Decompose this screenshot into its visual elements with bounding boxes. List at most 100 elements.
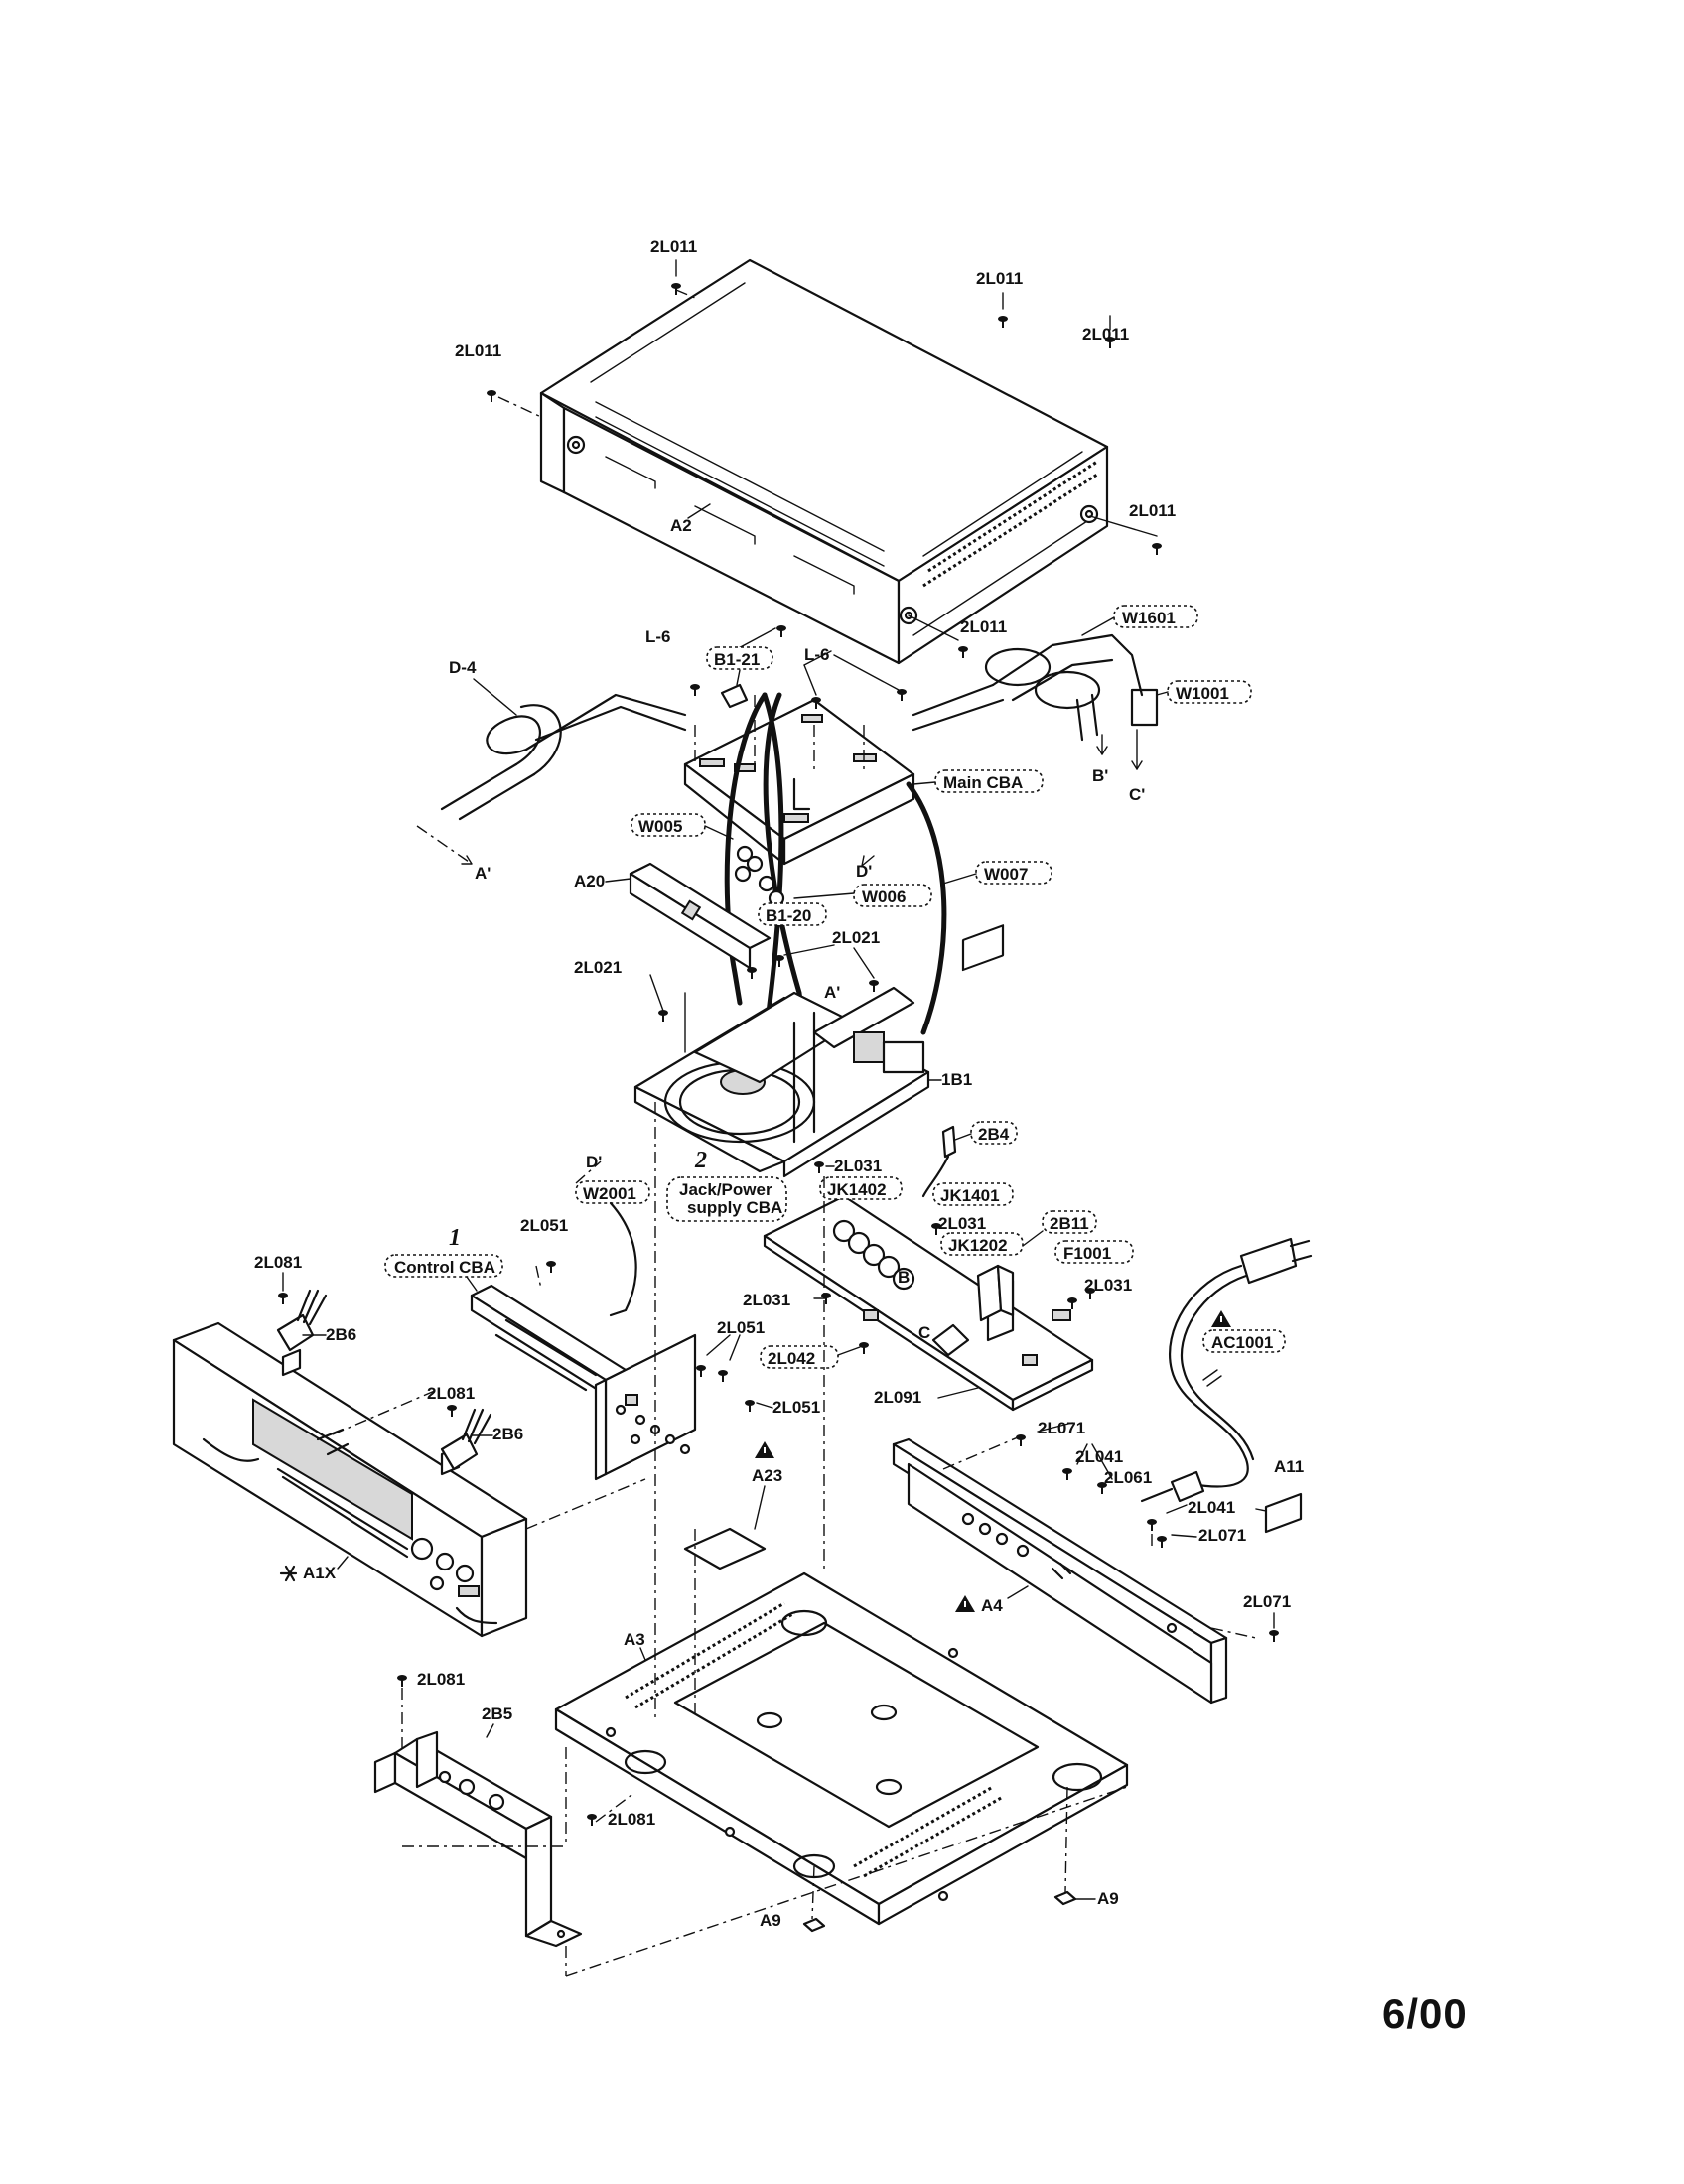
label-2l011-e: 2L011 [1129, 501, 1176, 520]
label-a3: A3 [624, 1630, 645, 1649]
label-2l081-b: 2L081 [427, 1384, 475, 1403]
bracket-a20 [629, 862, 772, 970]
box-jk1202-text: JK1202 [948, 1236, 1008, 1255]
label-c-plain: C [918, 1323, 930, 1342]
box-w2001: W2001 [575, 1180, 650, 1204]
holder-b1-21 [720, 683, 749, 709]
wire-w2001 [609, 1201, 637, 1317]
bracket-2b11 [976, 1264, 1015, 1322]
label-text: 2L011 [976, 269, 1023, 288]
box-jk1202: JK1202 [940, 1232, 1024, 1256]
label-2l011-a: 2L011 [650, 237, 697, 256]
label-d-prime-1: D' [856, 862, 872, 881]
label-2l081-d: 2L081 [608, 1810, 655, 1829]
box-2l042-text: 2L042 [768, 1349, 815, 1368]
front-panel-a1x [172, 1321, 528, 1638]
box-w1001: W1001 [1167, 680, 1252, 704]
box-jack-power-cba-line2: supply CBA [687, 1198, 782, 1217]
box-b1-21: B1-21 [706, 646, 773, 670]
label-a2: A2 [670, 516, 692, 535]
callout-number-1: 1 [449, 1225, 461, 1251]
label-text: 2L011 [455, 341, 501, 360]
box-b1-20-text: B1-20 [766, 906, 811, 925]
box-f1001-text: F1001 [1063, 1244, 1111, 1263]
label-text: 2L011 [960, 617, 1007, 636]
label-a23: A23 [752, 1466, 782, 1485]
bracket-2b4 [921, 1125, 957, 1198]
box-2b4: 2B4 [970, 1121, 1018, 1145]
label-2l011-f: 2L011 [960, 617, 1007, 636]
box-w007-text: W007 [984, 865, 1028, 884]
box-ac1001-text: AC1001 [1211, 1333, 1273, 1352]
label-text: 2L011 [1082, 325, 1129, 343]
page-code: 6/00 [1382, 1990, 1468, 2037]
box-b1-21-text: B1-21 [714, 650, 760, 669]
box-ac1001: AC1001 [1202, 1329, 1286, 1353]
box-jk1401-text: JK1401 [940, 1186, 1000, 1205]
box-w2001-text: W2001 [583, 1184, 636, 1203]
label-text: 2L011 [650, 237, 697, 256]
label-2l051-c: 2L051 [772, 1398, 820, 1417]
box-w006: W006 [853, 884, 932, 907]
box-control-cba: Control CBA [384, 1254, 503, 1278]
label-2l081-a: 2L081 [254, 1253, 302, 1272]
box-w007: W007 [975, 861, 1052, 885]
label-2l031-d: 2L031 [1084, 1276, 1132, 1295]
rear-screws [1015, 1422, 1280, 1643]
box-2b4-text: 2B4 [978, 1125, 1010, 1144]
connector-cluster [734, 845, 785, 907]
front-screws [277, 1272, 458, 1418]
box-b1-20: B1-20 [758, 902, 827, 926]
box-w006-text: W006 [862, 887, 906, 906]
disposal-icon [279, 1565, 298, 1582]
label-2l041-b: 2L041 [1188, 1498, 1235, 1517]
box-w005: W005 [631, 813, 706, 837]
warning-icon-ac1001 [1211, 1310, 1231, 1327]
label-a9-b: A9 [1097, 1889, 1119, 1908]
label-2l011-d: 2L011 [455, 341, 501, 360]
box-jk1402: JK1402 [819, 1176, 903, 1200]
label-2b5: 2B5 [482, 1705, 512, 1723]
box-2l042: 2L042 [760, 1345, 839, 1369]
label-c-prime: C' [1129, 785, 1145, 804]
label-2b6-a: 2B6 [326, 1325, 356, 1344]
label-text: 2L011 [1129, 501, 1176, 520]
box-jk1402-text: JK1402 [827, 1180, 887, 1199]
label-2l051-a: 2L051 [520, 1216, 568, 1235]
box-f1001: F1001 [1054, 1240, 1134, 1264]
label-l6-a: L-6 [645, 627, 671, 646]
label-2l091: 2L091 [874, 1388, 921, 1407]
dvd-mechanism-1b1 [633, 986, 930, 1178]
label-2l031-b: 2L031 [938, 1214, 986, 1233]
flat-cable-w1601-w1001 [912, 633, 1159, 770]
label-d-prime-2: D' [586, 1153, 602, 1171]
rear-panel-a4 [892, 1437, 1228, 1705]
bracket-2b5 [373, 1730, 583, 1948]
control-screws [545, 1260, 773, 1413]
box-2b11-text: 2B11 [1050, 1214, 1089, 1233]
label-a9-a: A9 [760, 1911, 781, 1930]
box-main-cba: Main CBA [934, 769, 1044, 793]
box-w1001-text: W1001 [1176, 684, 1229, 703]
label-2l071-b: 2L071 [1198, 1526, 1246, 1545]
label-2l071-a: 2L071 [1038, 1419, 1085, 1437]
label-a20: A20 [574, 872, 605, 890]
main-cba [683, 695, 915, 866]
box-w1601-text: W1601 [1122, 609, 1176, 627]
warning-icon-a4 [955, 1595, 975, 1612]
box-jk1401: JK1401 [932, 1182, 1014, 1206]
label-2l051-b: 2L051 [717, 1318, 765, 1337]
box-jack-power-cba: Jack/Power supply CBA [666, 1176, 787, 1222]
bottom-chassis-a3 [554, 1571, 1129, 1926]
top-cover-screws [486, 259, 1163, 659]
label-l6-b: L-6 [804, 645, 830, 664]
label-a-prime-2: A' [824, 983, 840, 1002]
label-b-plain: B [898, 1268, 910, 1287]
label-1b1: 1B1 [941, 1070, 972, 1089]
mechanism-screws [649, 944, 880, 1023]
label-plate-a11 [1255, 1492, 1303, 1534]
label-a11: A11 [1274, 1457, 1304, 1476]
box-2b11: 2B11 [1042, 1210, 1097, 1234]
label-2l041-a: 2L041 [1075, 1447, 1123, 1466]
